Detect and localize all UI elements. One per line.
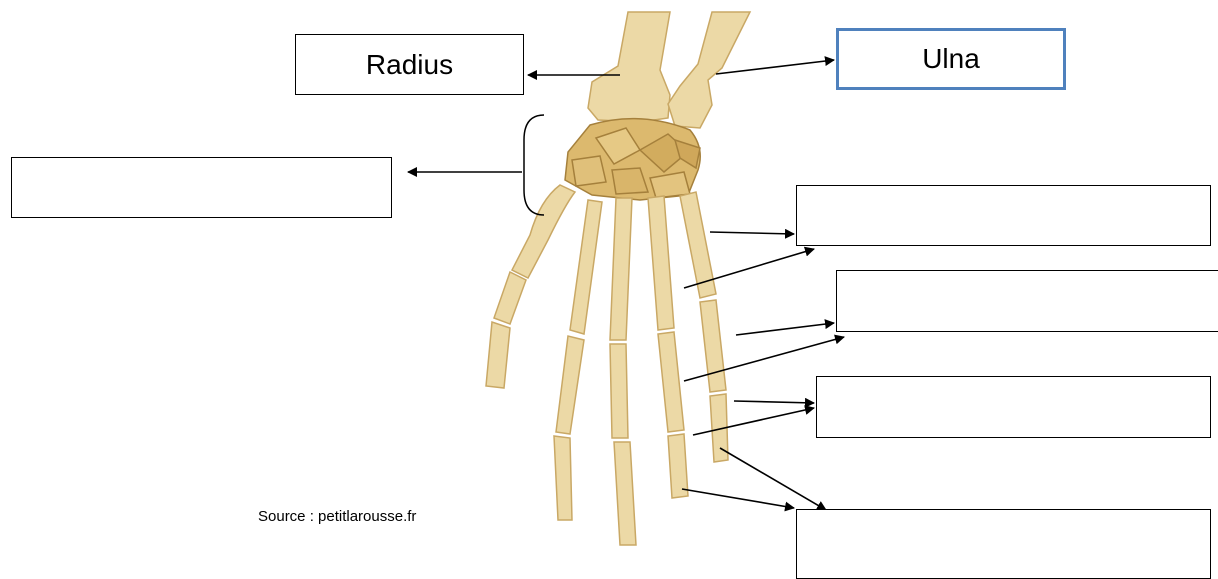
middle-phalanx bbox=[610, 344, 628, 438]
blank-label-box-3[interactable] bbox=[816, 376, 1211, 438]
ring-metacarpal bbox=[648, 196, 674, 330]
ring-tip bbox=[668, 434, 688, 498]
arrow-box2-a bbox=[736, 323, 834, 335]
arrow-ulna bbox=[716, 60, 834, 74]
thumb-tip bbox=[486, 322, 510, 388]
arrow-box3-a bbox=[734, 401, 814, 403]
arrow-box4-a bbox=[720, 448, 826, 510]
carpal-bracket bbox=[524, 115, 544, 215]
little-metacarpal bbox=[680, 192, 716, 298]
ulna-label-box: Ulna bbox=[836, 28, 1066, 90]
thumb-metacarpal bbox=[512, 185, 575, 278]
ulna-label: Ulna bbox=[922, 43, 980, 75]
arrow-box4-b bbox=[682, 489, 794, 508]
radius-label: Radius bbox=[366, 49, 453, 81]
little-phalanx bbox=[700, 300, 726, 392]
thumb-phalanx bbox=[494, 272, 526, 324]
radius-bone bbox=[588, 12, 670, 122]
index-metacarpal bbox=[570, 200, 602, 334]
index-tip bbox=[554, 436, 572, 520]
ring-phalanx bbox=[658, 332, 684, 432]
blank-label-box-4[interactable] bbox=[796, 509, 1211, 579]
middle-metacarpal bbox=[610, 198, 632, 340]
carpals-label-box[interactable] bbox=[11, 157, 392, 218]
middle-tip bbox=[614, 442, 636, 545]
radius-label-box: Radius bbox=[295, 34, 524, 95]
source-credit: Source : petitlarousse.fr bbox=[258, 508, 416, 525]
blank-label-box-1[interactable] bbox=[796, 185, 1211, 246]
forearm-bones bbox=[588, 12, 750, 128]
blank-label-box-2[interactable] bbox=[836, 270, 1218, 332]
index-phalanx bbox=[556, 336, 584, 434]
ulna-bone bbox=[668, 12, 750, 128]
arrow-box1-a bbox=[710, 232, 794, 234]
carpal-bones bbox=[565, 119, 700, 200]
